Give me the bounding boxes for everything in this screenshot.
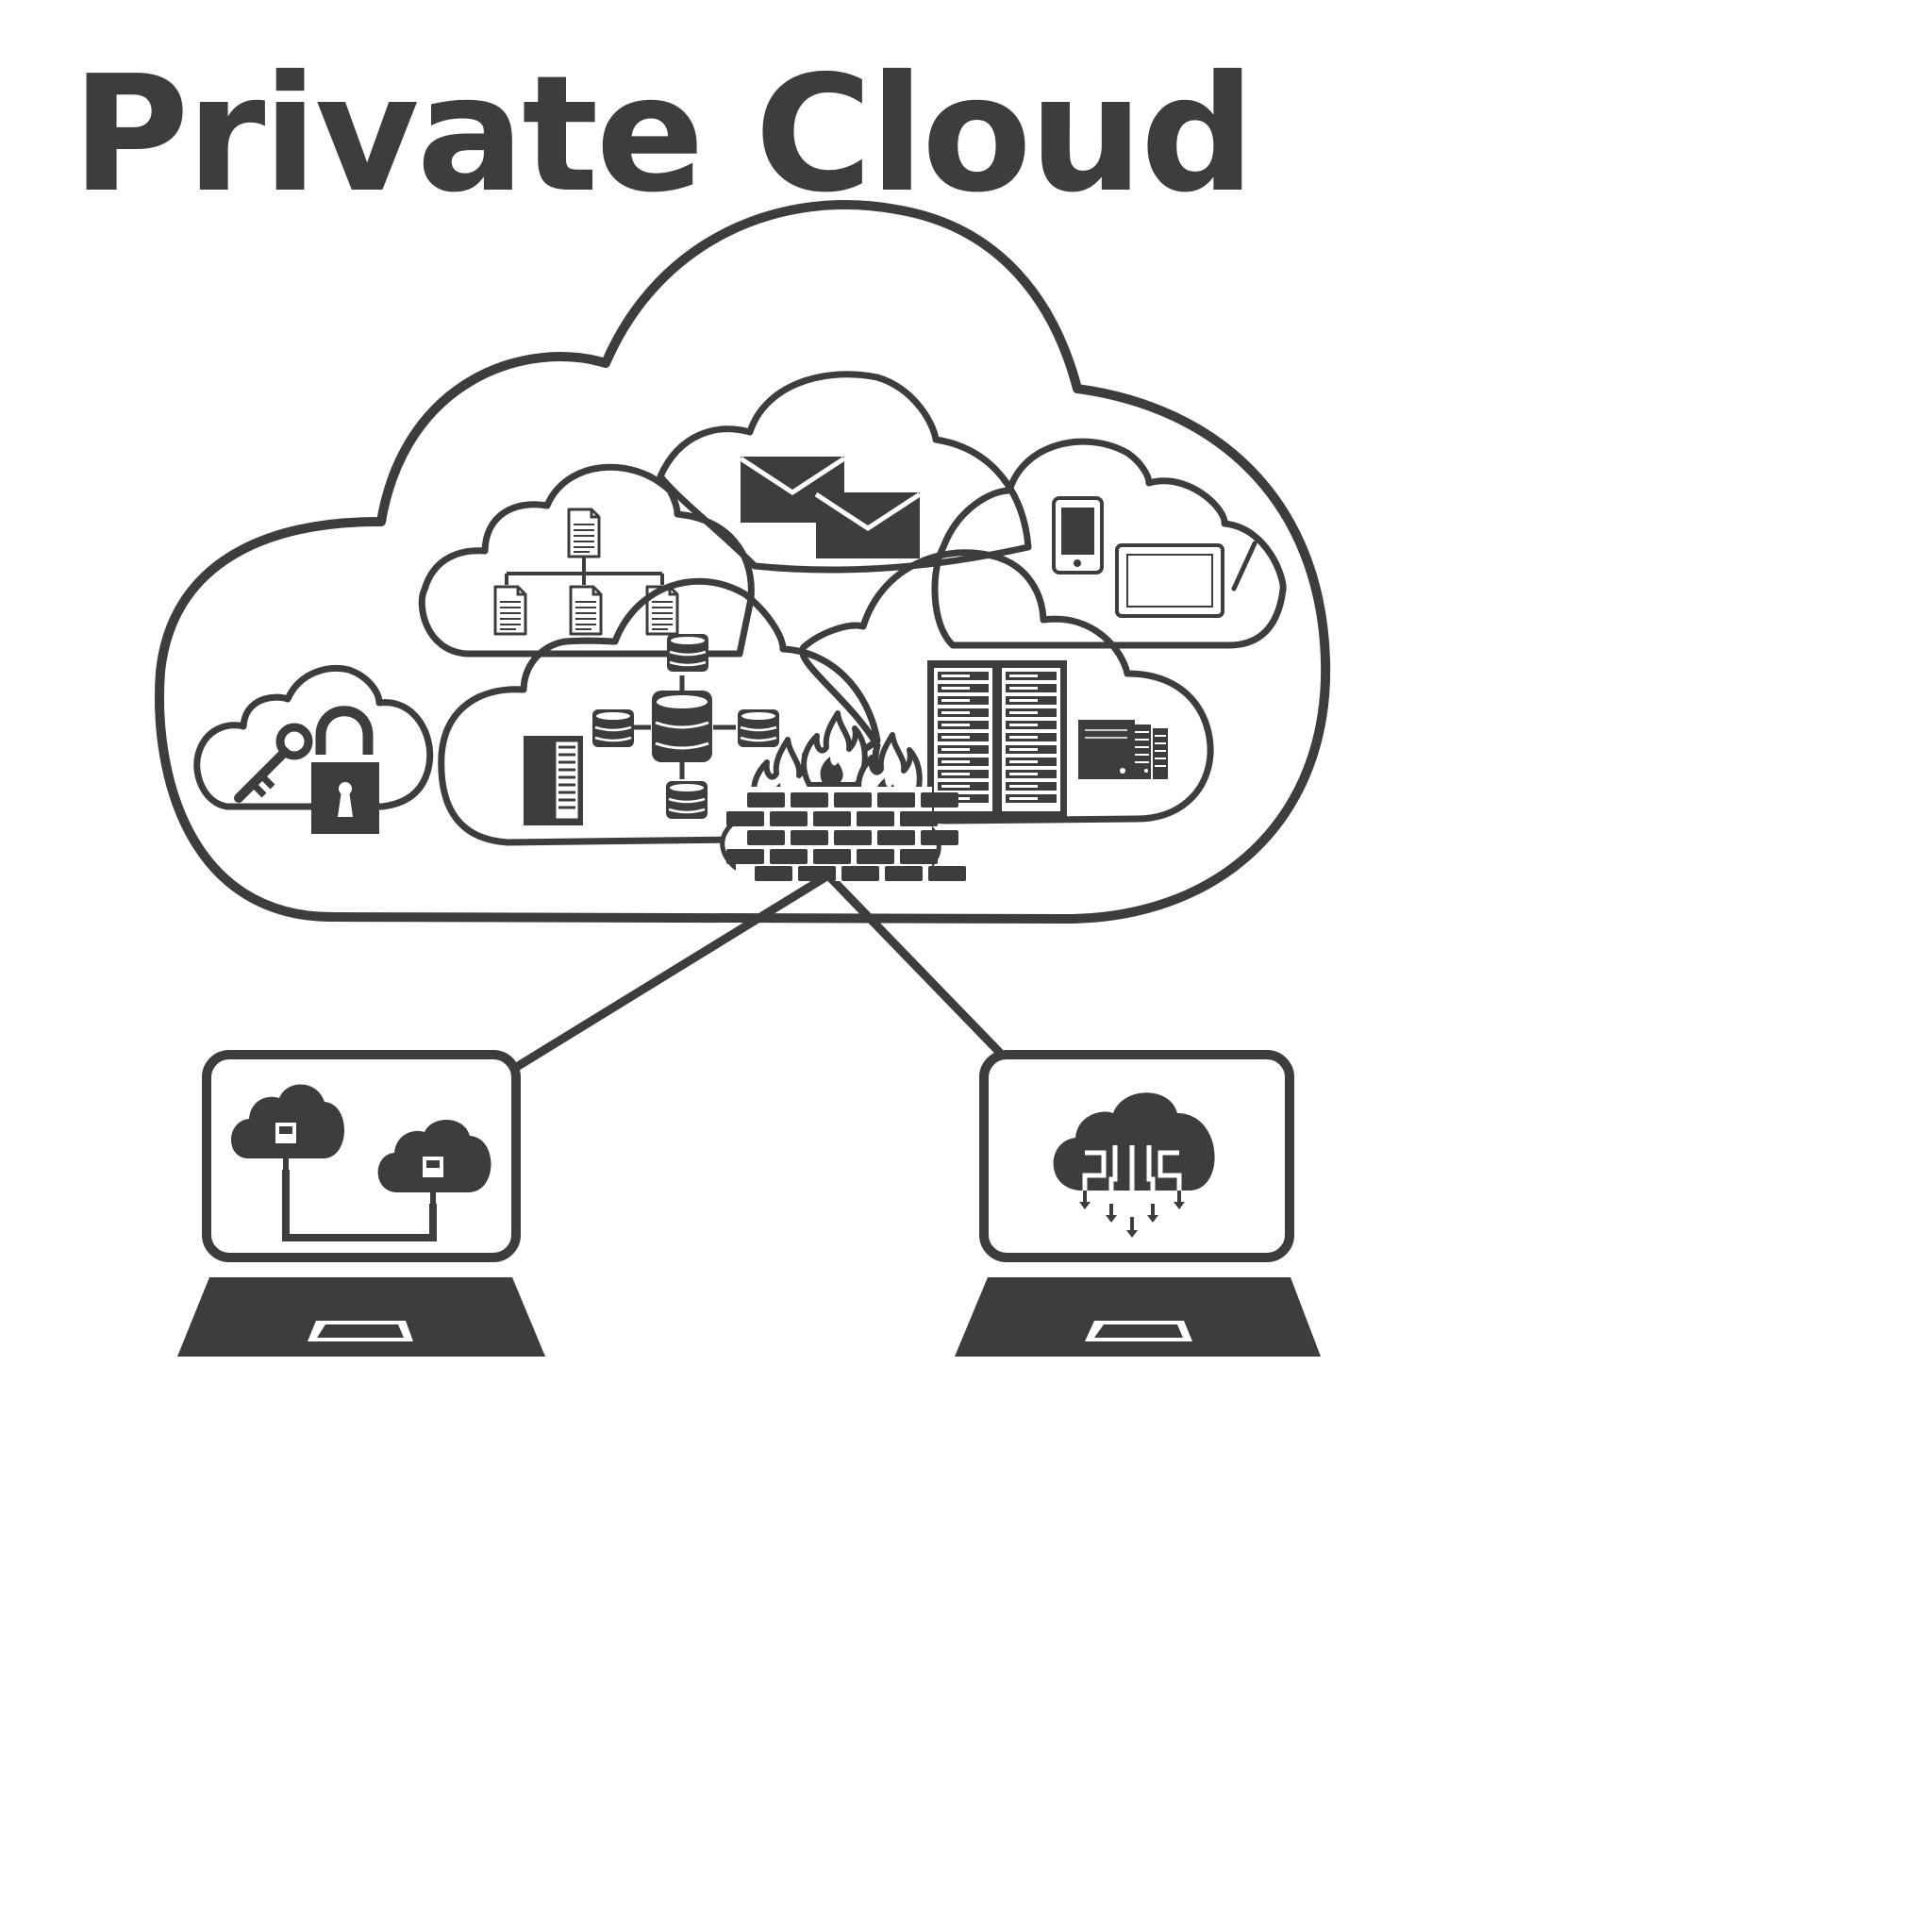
- cloud-network-link-icon: [230, 1084, 491, 1241]
- server-tower-icon: [524, 736, 583, 825]
- security-cloud: [193, 665, 434, 834]
- laptop-left: [177, 1050, 545, 1357]
- datacenter-cloud: [799, 549, 1214, 824]
- network-connection-lines: [512, 872, 1004, 1072]
- devices-cloud: [931, 438, 1287, 649]
- server-cluster-icon: [1078, 720, 1168, 779]
- smartphone-icon: [1052, 496, 1104, 575]
- document-hierarchy-icon: [493, 508, 679, 636]
- email-cloud: [657, 371, 1032, 574]
- page-title: Private Cloud: [72, 42, 1256, 228]
- padlock-icon: [311, 706, 379, 834]
- tablet-icon: [1115, 543, 1224, 618]
- database-cloud: [438, 577, 881, 846]
- cloud-download-icon: [1053, 1092, 1215, 1238]
- database-network-icon: [591, 632, 781, 821]
- laptop-right: [955, 1050, 1321, 1357]
- server-rack-icon: [995, 660, 1067, 819]
- firewall-icon: [720, 713, 966, 881]
- stylus-icon: [1231, 541, 1257, 591]
- key-icon: [234, 723, 313, 803]
- envelope-icon: [814, 491, 922, 558]
